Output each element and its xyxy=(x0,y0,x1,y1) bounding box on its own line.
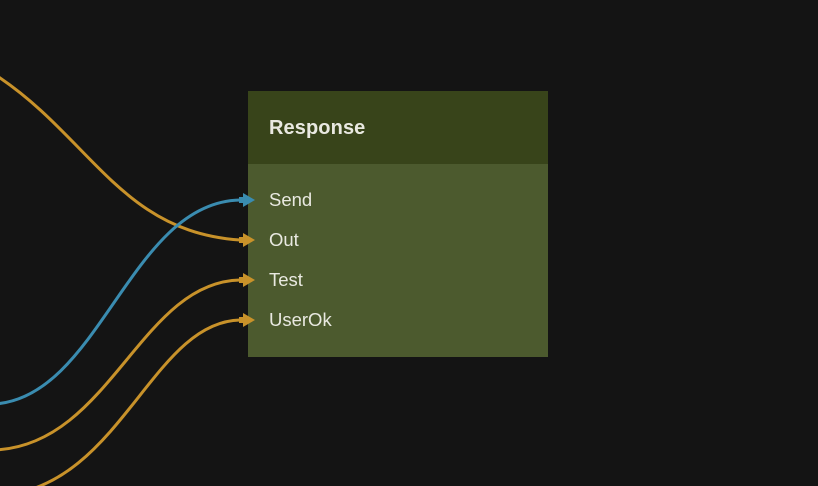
edge-to-out[interactable] xyxy=(0,74,242,242)
edge-group xyxy=(0,74,242,486)
port-label-send: Send xyxy=(269,188,313,210)
edge-to-test[interactable] xyxy=(0,278,242,451)
node-response[interactable]: Response Send Out xyxy=(239,91,548,357)
node-title: Response xyxy=(269,116,366,139)
port-row-userok[interactable]: UserOk xyxy=(239,307,548,333)
node-body: Send Out Test xyxy=(239,164,548,357)
arrow-right-icon[interactable] xyxy=(239,272,256,288)
edge-to-userok[interactable] xyxy=(0,318,242,486)
port-row-out[interactable]: Out xyxy=(239,227,548,253)
node-header[interactable]: Response xyxy=(248,91,548,164)
port-label-out: Out xyxy=(269,228,299,250)
port-label-userok: UserOk xyxy=(269,308,332,330)
edge-to-send[interactable] xyxy=(0,198,242,405)
arrow-right-icon[interactable] xyxy=(239,192,256,208)
arrow-right-icon[interactable] xyxy=(239,312,256,328)
port-row-test[interactable]: Test xyxy=(239,267,548,293)
port-label-test: Test xyxy=(269,268,303,290)
port-row-send[interactable]: Send xyxy=(239,187,548,213)
arrow-right-icon[interactable] xyxy=(239,232,256,248)
